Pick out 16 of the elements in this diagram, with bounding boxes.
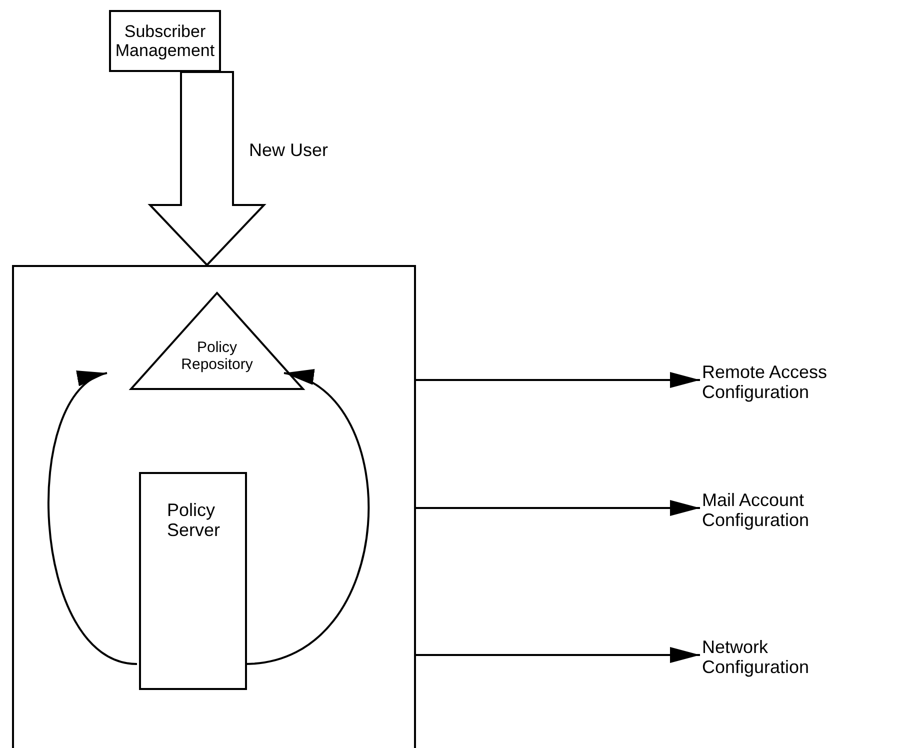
node-label: Mail Account Configuration [702, 490, 810, 530]
system-box [12, 265, 416, 748]
server-box [139, 472, 247, 690]
arrow [416, 500, 700, 516]
arrow [416, 372, 700, 388]
arrow [416, 647, 700, 663]
arrow [244, 372, 369, 665]
process-box [109, 10, 221, 72]
node-label: Policy Server [167, 500, 222, 540]
node-label: Subscriber Management [114, 22, 216, 60]
edge-label: New User [249, 140, 328, 160]
arrow [48, 372, 138, 665]
node-label: Network Configuration [702, 636, 810, 678]
node-label: Remote Access Configuration [702, 362, 828, 402]
block-arrow [148, 71, 266, 266]
node-label: Policy Repository [180, 340, 254, 374]
